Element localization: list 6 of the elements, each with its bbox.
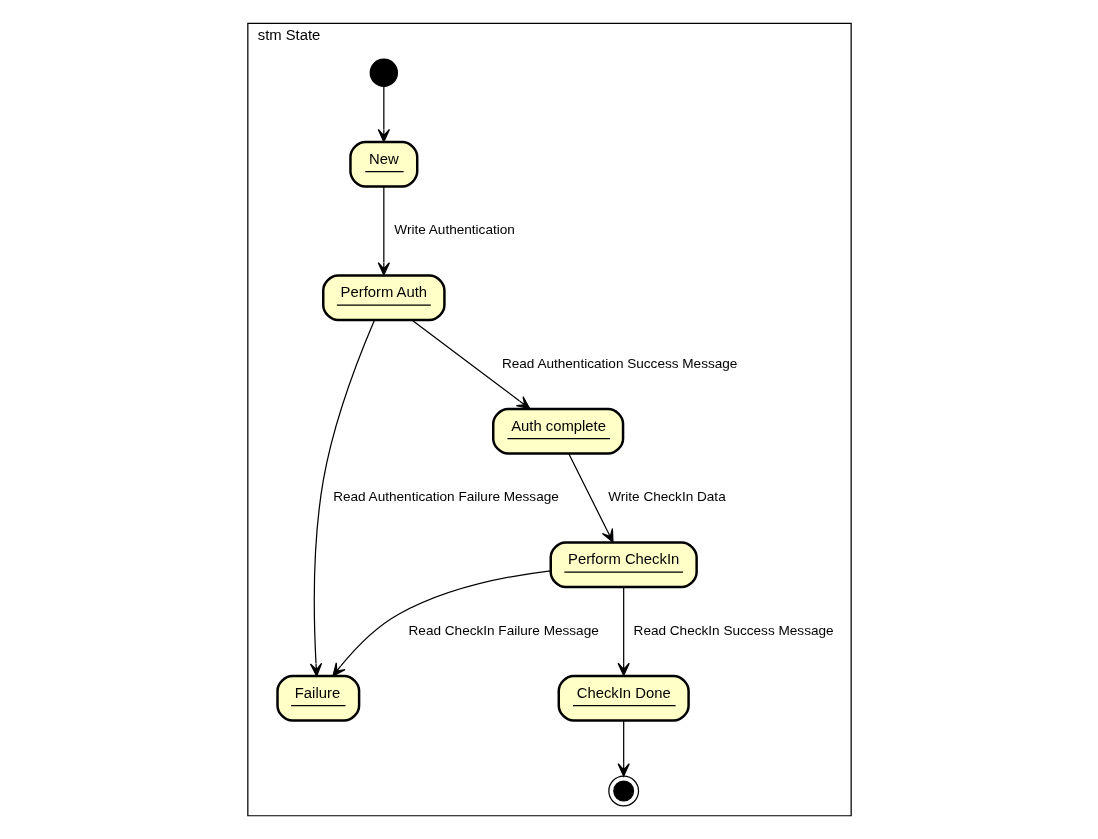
edge-label: Write CheckIn Data [607,489,726,505]
edge-label: Write Authentication [393,222,515,238]
edge-label: Read Authentication Failure Message [332,489,559,505]
edge-label: Read CheckIn Success Message [633,622,834,638]
edge-label: Read Authentication Success Message [501,355,737,371]
edge-label: Read CheckIn Failure Message [408,622,599,638]
